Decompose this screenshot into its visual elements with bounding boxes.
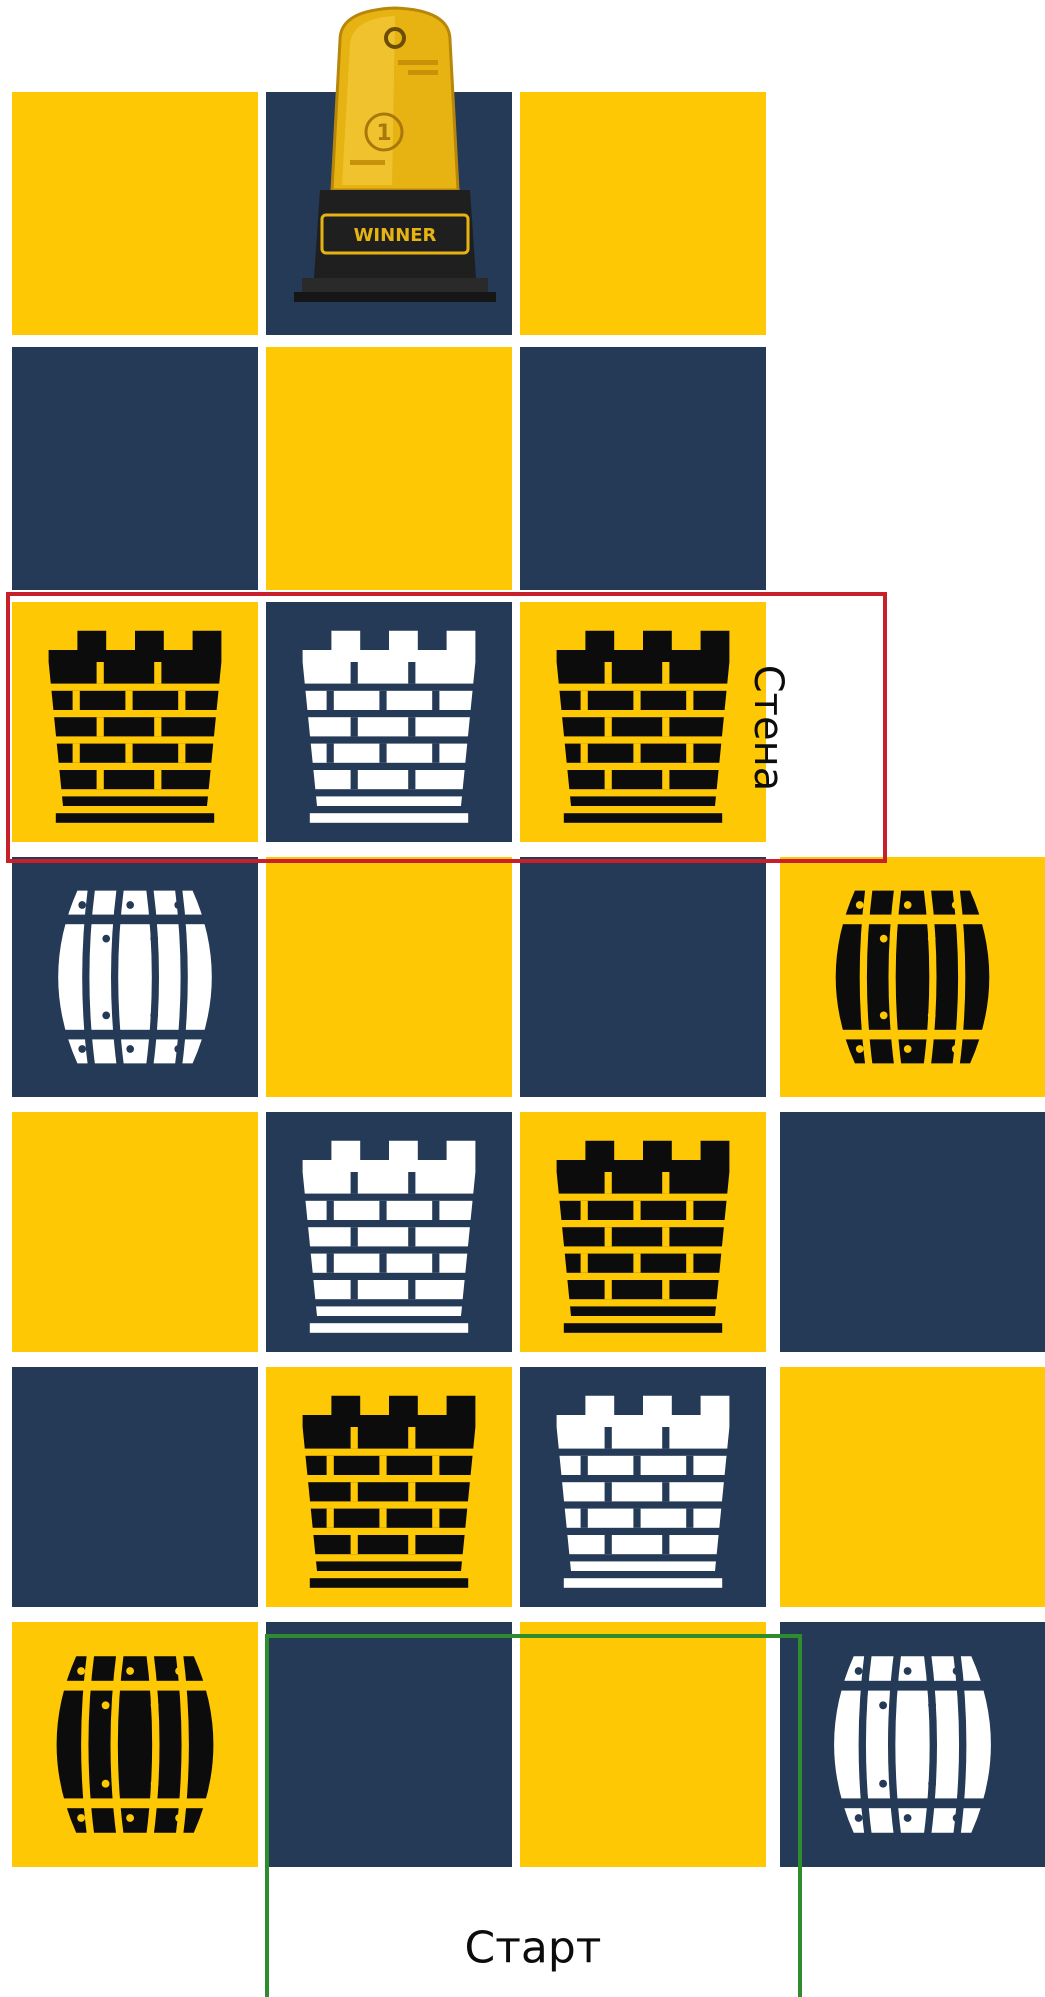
trophy-rank: 1 — [376, 121, 391, 146]
trophy-text: WINNER — [354, 225, 437, 246]
tile-r5-c2[interactable] — [266, 1112, 512, 1352]
barrel-icon — [12, 1622, 258, 1867]
wall-icon — [266, 1367, 512, 1607]
tile-r5-c3[interactable] — [520, 1112, 766, 1352]
tile-r6-c1[interactable] — [12, 1367, 258, 1607]
barrel-icon — [780, 857, 1045, 1097]
winner-trophy-icon: 1 WINNER — [280, 0, 510, 310]
tile-r2-c1[interactable] — [12, 347, 258, 590]
tile-r4-c3[interactable] — [520, 857, 766, 1097]
tile-r6-c3[interactable] — [520, 1367, 766, 1607]
wall-label: Стена — [745, 665, 791, 792]
tile-r4-c1[interactable] — [12, 857, 258, 1097]
tile-r2-c2[interactable] — [266, 347, 512, 590]
tile-r5-c4[interactable] — [780, 1112, 1045, 1352]
tile-r6-c4[interactable] — [780, 1367, 1045, 1607]
tile-r7-c4[interactable] — [780, 1622, 1045, 1867]
tile-r7-c1[interactable] — [12, 1622, 258, 1867]
tile-r5-c1[interactable] — [12, 1112, 258, 1352]
wall-icon — [520, 1367, 766, 1607]
tile-r1-c1[interactable] — [12, 92, 258, 335]
tile-r4-c4[interactable] — [780, 857, 1045, 1097]
start-label: Старт — [465, 1923, 602, 1974]
tile-r1-c3[interactable] — [520, 92, 766, 335]
barrel-icon — [12, 857, 258, 1097]
barrel-icon — [780, 1622, 1045, 1867]
tile-r2-c3[interactable] — [520, 347, 766, 590]
tile-r6-c2[interactable] — [266, 1367, 512, 1607]
wall-icon — [266, 1112, 512, 1352]
wall-icon — [520, 1112, 766, 1352]
tile-r4-c2[interactable] — [266, 857, 512, 1097]
